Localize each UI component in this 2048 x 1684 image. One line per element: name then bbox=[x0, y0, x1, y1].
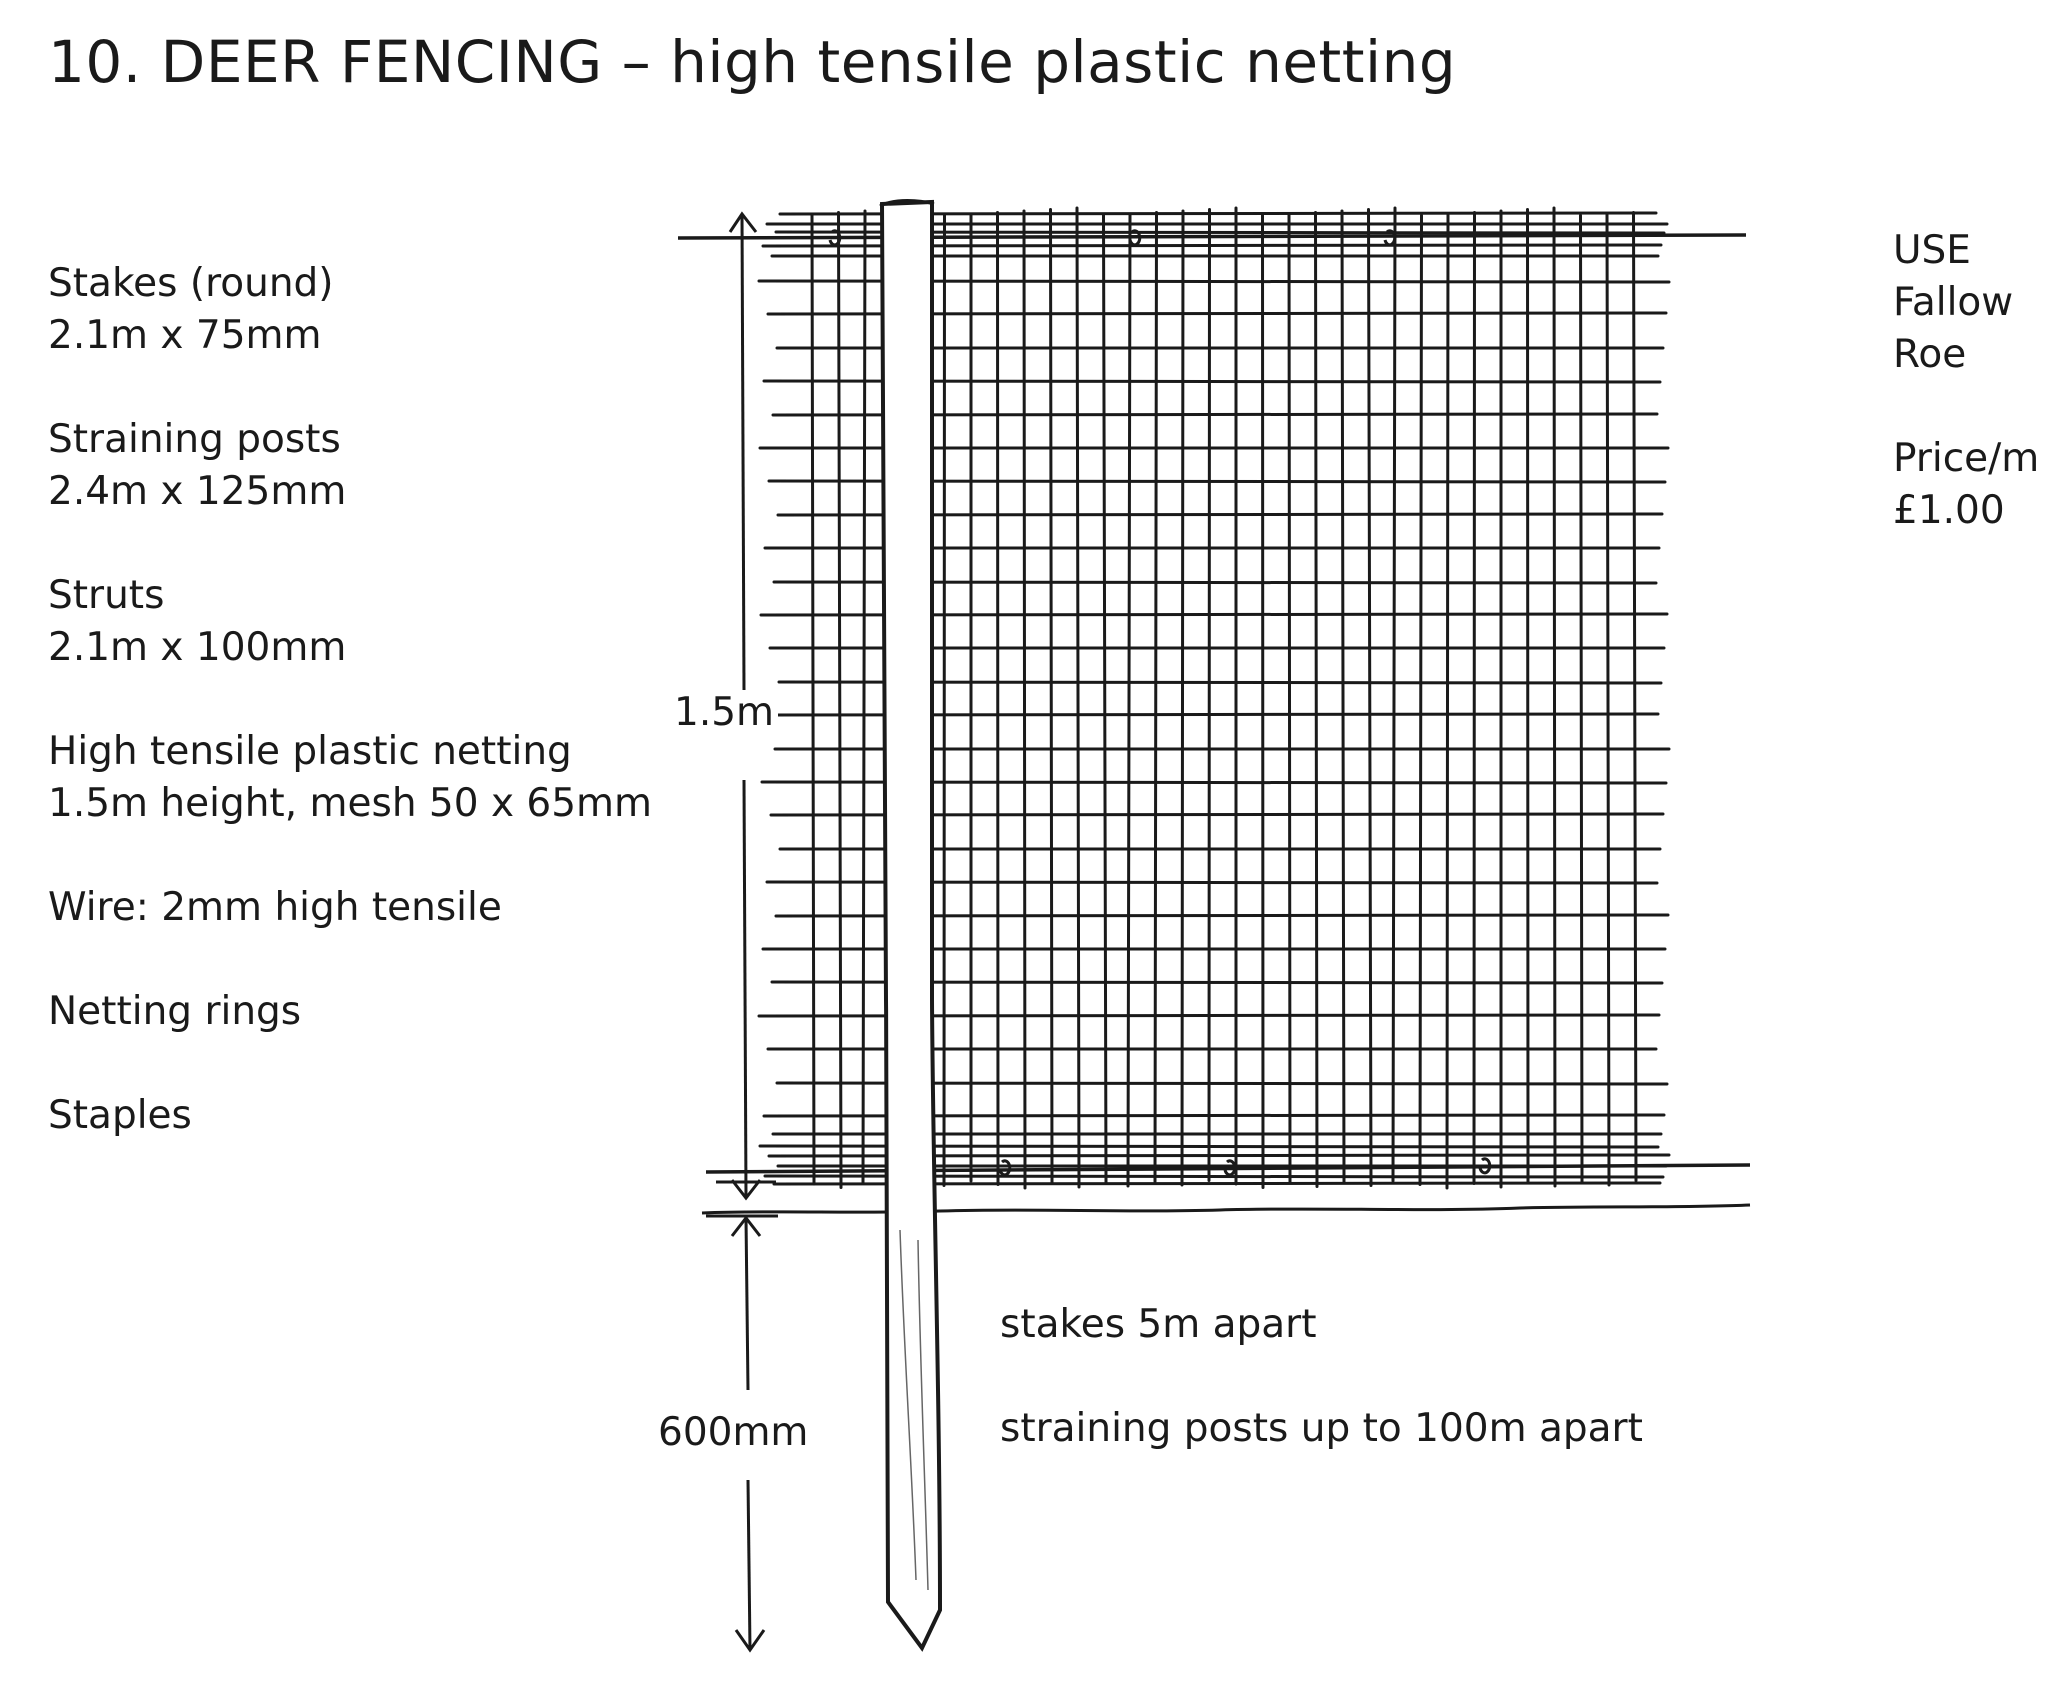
spec-detail: 2.4m x 125mm bbox=[48, 469, 347, 514]
mesh-vertical-strand bbox=[1445, 212, 1450, 1190]
spec-detail: 1.5m height, mesh 50 x 65mm bbox=[48, 781, 653, 826]
netting-ring bbox=[998, 1159, 1012, 1177]
spec-staples: Staples bbox=[48, 1090, 668, 1142]
mesh-vertical-strand bbox=[1367, 208, 1373, 1187]
price-label: Price/m bbox=[1893, 436, 2040, 481]
mesh-vertical-strand bbox=[1418, 214, 1423, 1186]
mesh-vertical-strand bbox=[1261, 214, 1265, 1189]
mesh-vertical-strand bbox=[1391, 206, 1397, 1183]
use-item-roe: Roe bbox=[1893, 332, 1967, 377]
stake-wood-grain bbox=[899, 1229, 929, 1591]
spec-name: Wire: 2mm high tensile bbox=[48, 885, 502, 930]
post-depth-dimension bbox=[706, 1214, 778, 1653]
mesh-vertical-strand bbox=[1314, 211, 1319, 1188]
netting-ring bbox=[1223, 1159, 1237, 1177]
netting-ring bbox=[1128, 229, 1142, 247]
bottom-line-wire bbox=[705, 1163, 1751, 1174]
spec-name: Netting rings bbox=[48, 989, 302, 1034]
spec-straining-posts: Straining posts 2.4m x 125mm bbox=[48, 414, 668, 518]
mesh-vertical-strand bbox=[1552, 206, 1557, 1188]
net-height-label: 1.5m bbox=[670, 690, 779, 735]
spec-struts: Struts 2.1m x 100mm bbox=[48, 570, 668, 674]
use-and-price: USE Fallow Roe Price/m £1.00 bbox=[1893, 225, 2039, 537]
mesh-vertical-strand bbox=[1340, 209, 1346, 1184]
spec-stakes: Stakes (round) 2.1m x 75mm bbox=[48, 258, 668, 362]
stake-top bbox=[879, 199, 935, 208]
mesh-vertical-strand bbox=[1153, 211, 1158, 1183]
mesh-vertical-strand bbox=[837, 211, 843, 1189]
mesh-vertical-strand bbox=[1579, 214, 1584, 1183]
straining-spacing-note: straining posts up to 100m apart bbox=[1000, 1406, 1643, 1451]
netting-ring bbox=[1478, 1157, 1492, 1175]
page-title: 10. DEER FENCING – high tensile plastic … bbox=[48, 28, 1457, 96]
use-heading: USE bbox=[1893, 228, 1971, 273]
mesh-vertical-strand bbox=[810, 212, 816, 1186]
mesh-vertical-strand bbox=[1632, 211, 1638, 1182]
materials-list: Stakes (round) 2.1m x 75mm Straining pos… bbox=[48, 258, 668, 1194]
price-value: £1.00 bbox=[1893, 488, 2005, 533]
ground-line bbox=[701, 1203, 1751, 1215]
spec-name: High tensile plastic netting bbox=[48, 729, 572, 774]
spec-name: Staples bbox=[48, 1093, 192, 1138]
spec-netting-rings: Netting rings bbox=[48, 986, 668, 1038]
spec-name: Stakes (round) bbox=[48, 261, 334, 306]
mesh-vertical-strand bbox=[1102, 214, 1108, 1184]
stake-post bbox=[879, 199, 943, 1652]
mesh-vertical-strand bbox=[1526, 208, 1530, 1184]
mesh-vertical-strand bbox=[1287, 212, 1292, 1185]
mesh-vertical-strand bbox=[1075, 206, 1081, 1189]
top-line-wire bbox=[677, 233, 1747, 240]
spec-wire: Wire: 2mm high tensile bbox=[48, 882, 668, 934]
spec-detail: 2.1m x 100mm bbox=[48, 625, 347, 670]
spec-name: Struts bbox=[48, 573, 165, 618]
mesh-vertical-strand bbox=[1207, 208, 1211, 1182]
netting-ring bbox=[1383, 229, 1397, 247]
mesh-vertical-strand bbox=[1049, 208, 1054, 1185]
mesh-vertical-strand bbox=[996, 211, 1000, 1186]
spec-name: Straining posts bbox=[48, 417, 341, 462]
mesh-vertical-strand bbox=[1126, 212, 1132, 1188]
mesh-vertical-strand bbox=[1472, 211, 1476, 1185]
stake-spacing-note: stakes 5m apart bbox=[1000, 1302, 1317, 1347]
net-height-dimension bbox=[716, 211, 776, 1201]
mesh-vertical-strand bbox=[1022, 209, 1027, 1190]
spec-detail: 2.1m x 75mm bbox=[48, 313, 322, 358]
post-depth-label: 600mm bbox=[654, 1410, 813, 1455]
spec-netting: High tensile plastic netting 1.5m height… bbox=[48, 726, 668, 830]
mesh-vertical-strand bbox=[942, 214, 946, 1187]
netting-ring bbox=[828, 229, 842, 247]
use-item-fallow: Fallow bbox=[1893, 280, 2014, 325]
mesh-vertical-strand bbox=[1180, 209, 1185, 1187]
mesh-vertical-strand bbox=[1605, 212, 1611, 1187]
mesh-vertical-strand bbox=[861, 209, 867, 1185]
